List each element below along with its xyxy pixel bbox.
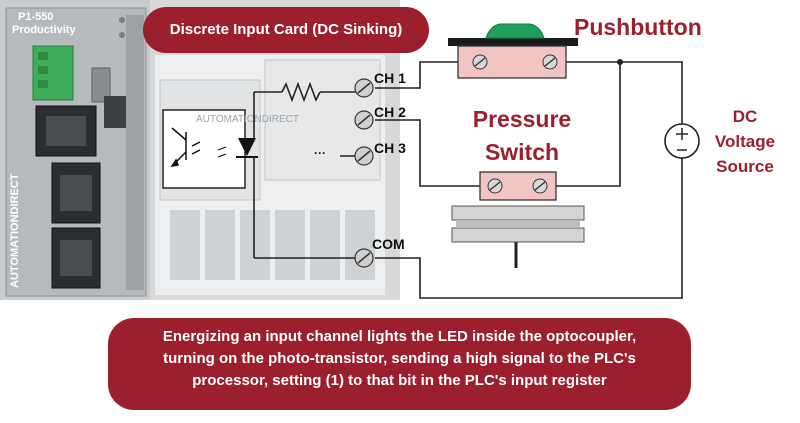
phototransistor-icon <box>170 127 201 168</box>
channel-label-ch1: CH 1 <box>374 70 406 86</box>
battery-source-icon <box>664 123 700 159</box>
wire-junction <box>617 59 623 65</box>
dc-source-label-line1: DC <box>732 107 758 126</box>
channel-label-com: COM <box>372 236 405 252</box>
dc-source-label-line2: Voltage <box>714 132 776 151</box>
channel-label-ch3: CH 3 <box>374 140 406 156</box>
pressure-switch-label-line2: Switch <box>484 139 560 165</box>
button-cap <box>485 23 545 39</box>
plc-brand-text: AUTOMATIONDIRECT <box>9 173 21 288</box>
card-brand-text: AUTOMATIONDIRECT <box>196 114 299 125</box>
plc-series-text: Productivity <box>12 24 76 36</box>
pushbutton-device <box>448 23 578 79</box>
dc-source-label-line3: Source <box>716 157 774 176</box>
usb-port <box>91 67 111 103</box>
caption-line-3: processor, setting (1) to that bit in th… <box>192 371 607 389</box>
pressure-switch-label: Pressure Switch <box>452 103 592 169</box>
power-connector <box>32 45 74 101</box>
caption-line-2: turning on the photo-transistor, sending… <box>163 349 636 367</box>
plc-model-text: P1-550 <box>18 11 53 23</box>
plc-controller-photo: P1-550 Productivity AUTOMATIONDIRECT AUT… <box>0 0 400 300</box>
dc-source-label: DC Voltage Source <box>702 104 788 179</box>
pressure-switch-device <box>451 171 585 268</box>
card-title-banner: Discrete Input Card (DC Sinking) <box>143 7 429 53</box>
terminal-screw-icon <box>354 78 374 268</box>
explanation-caption: Energizing an input channel lights the L… <box>108 318 691 410</box>
pressure-switch-label-line1: Pressure <box>472 106 572 132</box>
channel-label-ch2: CH 2 <box>374 104 406 120</box>
more-channels-ellipsis: ··· <box>314 146 326 160</box>
caption-line-1: Energizing an input channel lights the L… <box>162 328 637 345</box>
optocoupler-box <box>162 109 246 189</box>
pushbutton-label: Pushbutton <box>574 14 702 40</box>
wiring <box>253 61 683 299</box>
resistor-icon <box>281 81 321 103</box>
